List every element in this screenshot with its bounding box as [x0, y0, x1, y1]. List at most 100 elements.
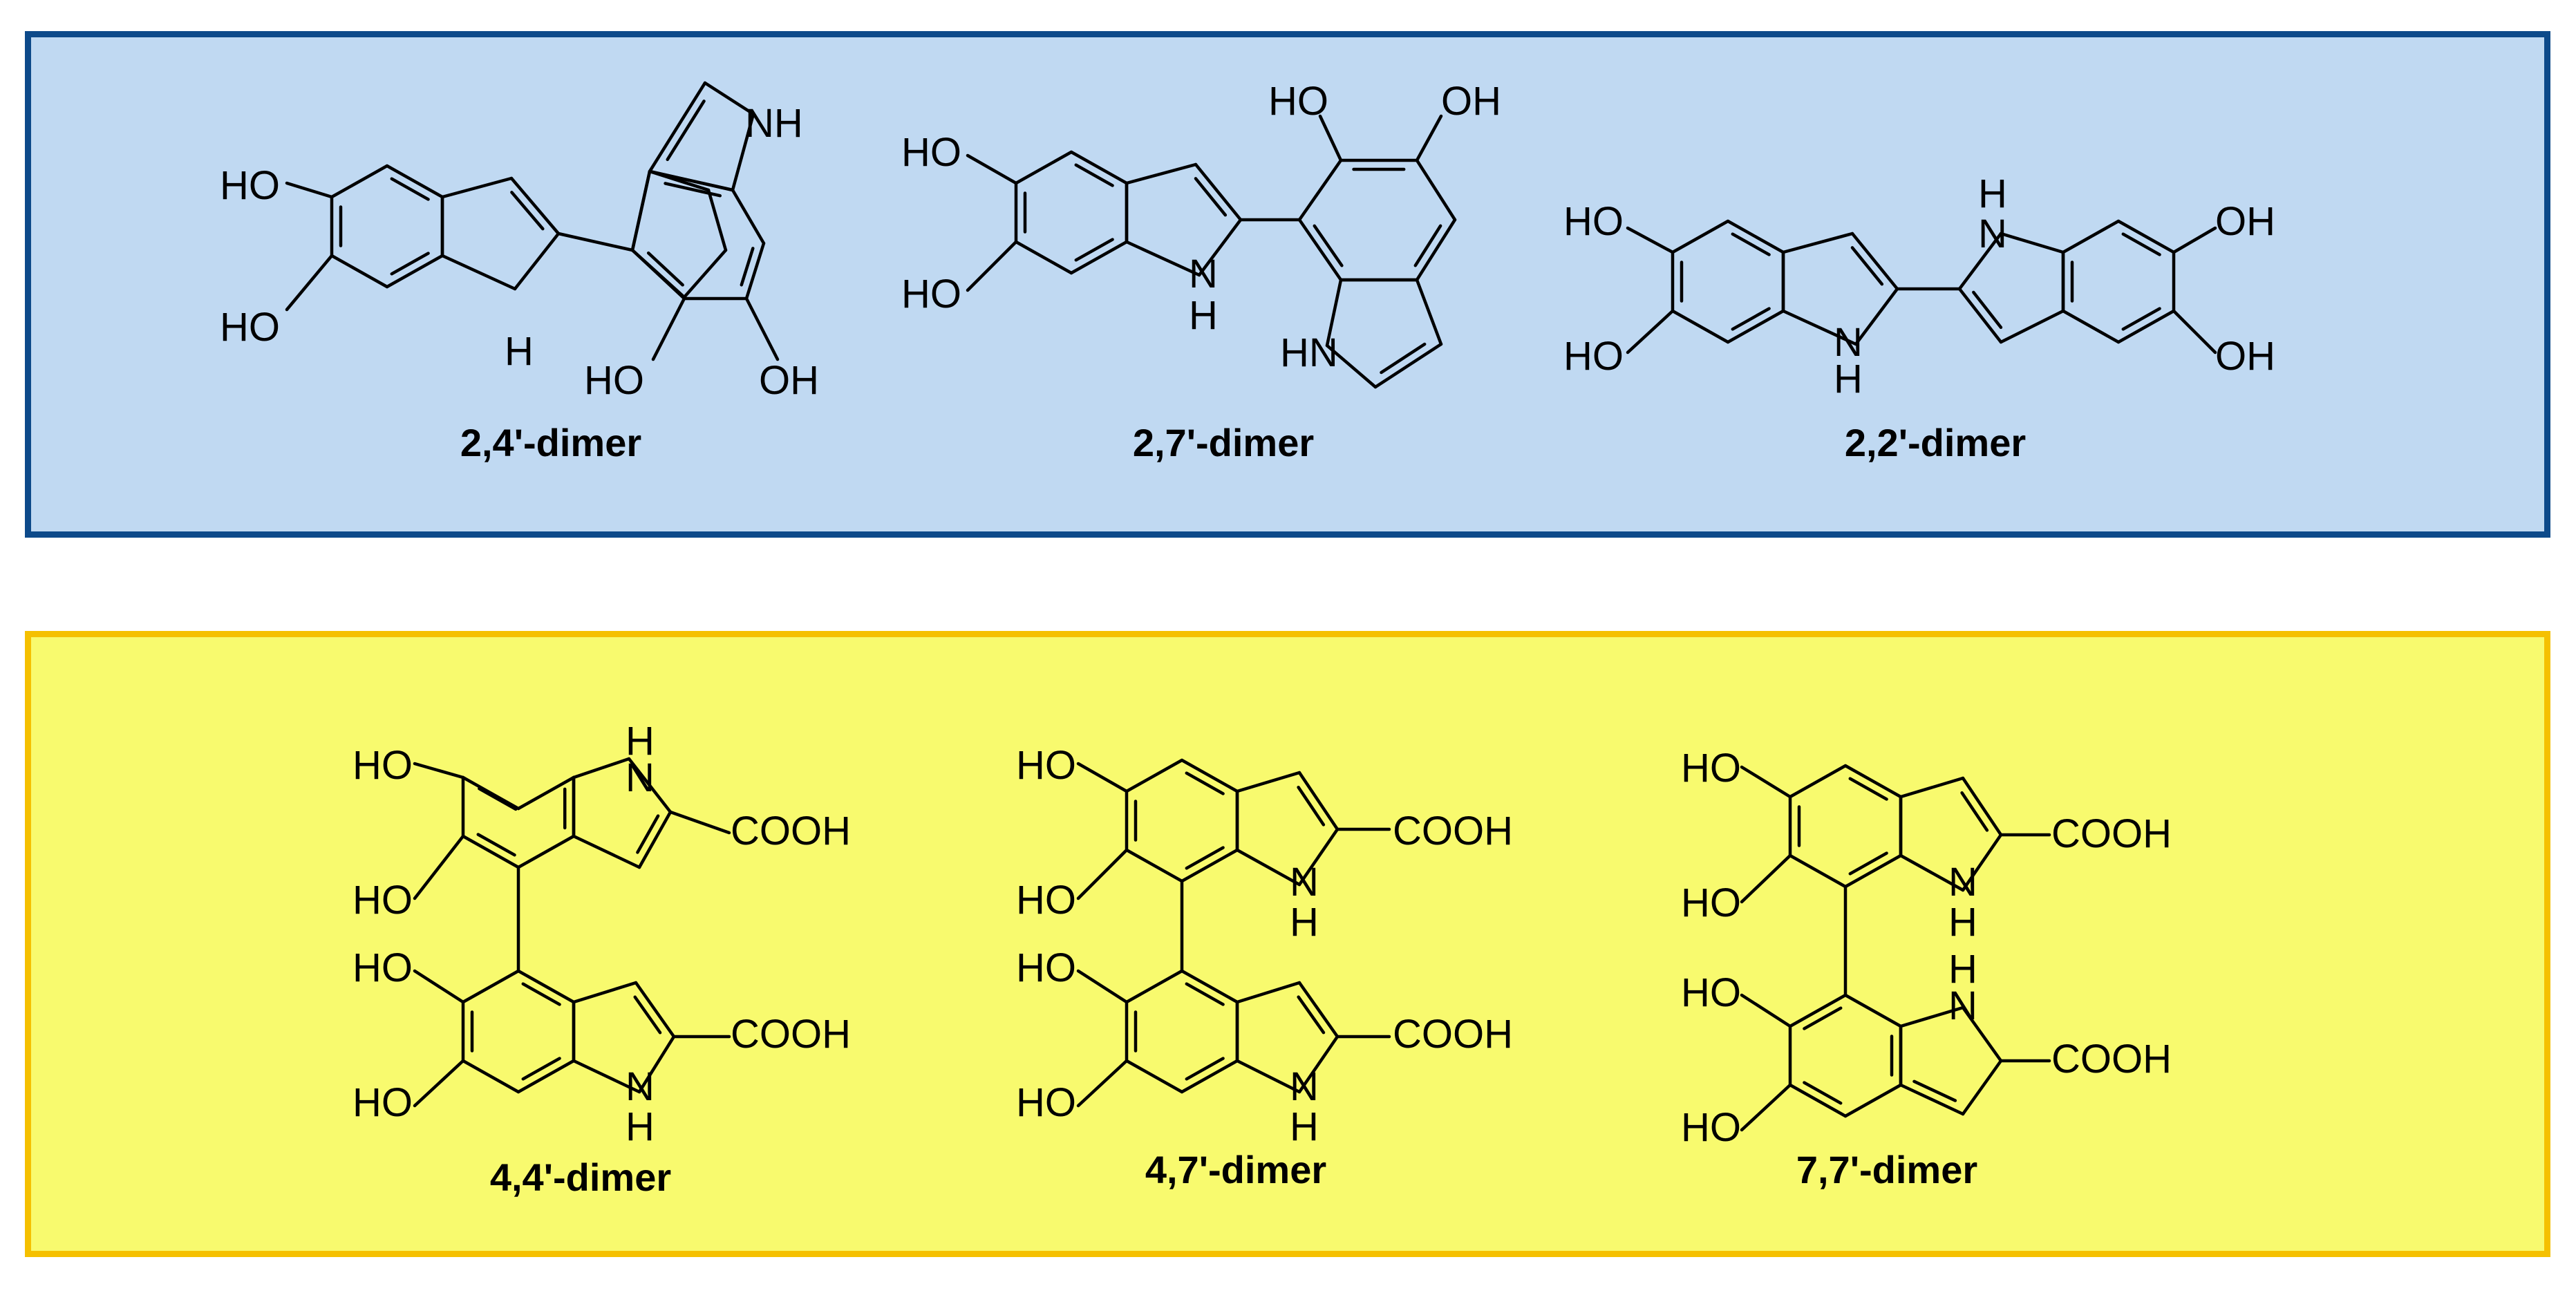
- bond-line: [1788, 993, 1848, 1028]
- structure-caption: 2,2'-dimer: [1845, 421, 2026, 464]
- structure-4-7-dimer: HO HO HO HO COOH N H COOH N H 4,7'-dimer: [1016, 743, 1513, 1191]
- bond-line: [703, 81, 755, 116]
- atom-label: HO: [1016, 1080, 1076, 1125]
- bond-line: [516, 1059, 576, 1094]
- structure-caption: 4,4'-dimer: [490, 1155, 671, 1199]
- bond-line: [1415, 114, 1443, 162]
- atom-label: OH: [759, 358, 819, 403]
- bond-line: [1325, 343, 1378, 389]
- bond-line: [1194, 162, 1243, 222]
- atom-label: COOH: [1393, 809, 1513, 853]
- bond-line: [461, 834, 520, 869]
- bond-line: [478, 786, 518, 811]
- atom-label: HO: [220, 305, 280, 350]
- bond-line: [1069, 240, 1129, 275]
- atom-label: N: [1948, 983, 1977, 1028]
- bond-line: [1076, 848, 1129, 900]
- bond-line: [1415, 278, 1443, 346]
- bond-line: [413, 969, 465, 1004]
- bond-line: [1671, 309, 1730, 344]
- bond-line: [461, 1059, 520, 1094]
- atom-label: HO: [1563, 334, 1624, 379]
- bond-line: [1788, 764, 1848, 799]
- structure-caption: 2,4'-dimer: [460, 421, 641, 464]
- bond-line: [1297, 785, 1326, 827]
- atom-label: OH: [1441, 79, 1501, 124]
- bond-line: [1297, 827, 1339, 887]
- atom-label: H: [1834, 357, 1863, 402]
- atom-label: H: [626, 1104, 655, 1149]
- bond-line: [634, 981, 676, 1039]
- bond-line: [1740, 1083, 1792, 1132]
- bond-line: [1076, 762, 1129, 793]
- bond-line: [1781, 232, 1854, 254]
- atom-label: NH: [745, 101, 803, 146]
- bond-line: [1972, 290, 2003, 330]
- top-panel: [25, 31, 2550, 538]
- bond-line: [1854, 287, 1899, 346]
- bond-line: [1076, 969, 1129, 1004]
- atom-label: H: [1948, 900, 1977, 945]
- bond-line: [1960, 791, 1989, 832]
- bond-line: [1125, 1059, 1184, 1094]
- bond-line: [648, 169, 735, 192]
- bond-line: [1125, 969, 1184, 1004]
- bond-line: [2061, 309, 2121, 344]
- atom-label: HO: [1016, 878, 1076, 923]
- bond-line: [1074, 238, 1114, 262]
- atom-label: HO: [1681, 1105, 1741, 1150]
- bond-line: [1803, 1006, 1843, 1030]
- bond-line: [461, 775, 520, 811]
- bond-line: [1843, 853, 1903, 889]
- atom-label: H: [1290, 900, 1319, 945]
- bond-line: [1076, 1059, 1129, 1108]
- bond-line: [440, 176, 514, 199]
- bond-line: [1197, 218, 1243, 277]
- bond-line: [706, 188, 728, 252]
- bond-line: [637, 810, 673, 869]
- bond-line: [516, 969, 576, 1004]
- bond-line: [1125, 162, 1198, 185]
- bond-line: [2172, 226, 2217, 254]
- atom-label: HO: [352, 743, 413, 788]
- bond-line: [1194, 177, 1228, 217]
- bond-line: [1850, 232, 1899, 291]
- atom-label: HO: [1016, 743, 1076, 788]
- bond-line: [1626, 309, 1675, 355]
- atom-label: HO: [352, 945, 413, 990]
- bond-line: [1850, 246, 1884, 286]
- bond-line: [637, 1035, 676, 1094]
- bond-line: [1788, 853, 1848, 889]
- bond-line: [516, 834, 576, 869]
- bond-line: [521, 982, 561, 1006]
- bond-line: [1373, 342, 1443, 389]
- atom-label: HO: [901, 130, 961, 175]
- bond-line: [646, 251, 684, 287]
- atom-label: COOH: [731, 809, 851, 853]
- bond-line: [1781, 309, 1858, 346]
- structure-4-4-dimer: HO HO HO HO H N COOH N H COOH 4,4'-dimer: [352, 719, 851, 1199]
- bond-line: [556, 232, 634, 252]
- bond-line: [1318, 114, 1343, 162]
- bond-line: [1415, 158, 1457, 222]
- atom-label: HO: [1268, 79, 1328, 124]
- bond-line: [1803, 1081, 1843, 1105]
- bond-line: [1313, 224, 1344, 267]
- bond-line: [2116, 219, 2176, 254]
- atom-label: HO: [1563, 199, 1624, 244]
- bond-line: [1014, 150, 1073, 185]
- atom-label: HO: [901, 272, 961, 317]
- bond-line: [385, 164, 444, 199]
- bond-line: [630, 169, 652, 252]
- bond-line: [285, 254, 334, 312]
- bond-line: [1297, 218, 1343, 282]
- structure-7-7-dimer: HO HO HO HO COOH N H H N COOH 7,7'-dimer: [1681, 746, 2172, 1191]
- atom-label: COOH: [2051, 1037, 2172, 1082]
- atom-label: N: [626, 1064, 655, 1109]
- atom-label: N: [1978, 211, 2007, 256]
- bond-line: [1740, 853, 1792, 904]
- bond-line: [1380, 342, 1427, 375]
- bond-line: [513, 232, 561, 291]
- bond-line: [1074, 163, 1114, 187]
- bond-line: [682, 248, 728, 299]
